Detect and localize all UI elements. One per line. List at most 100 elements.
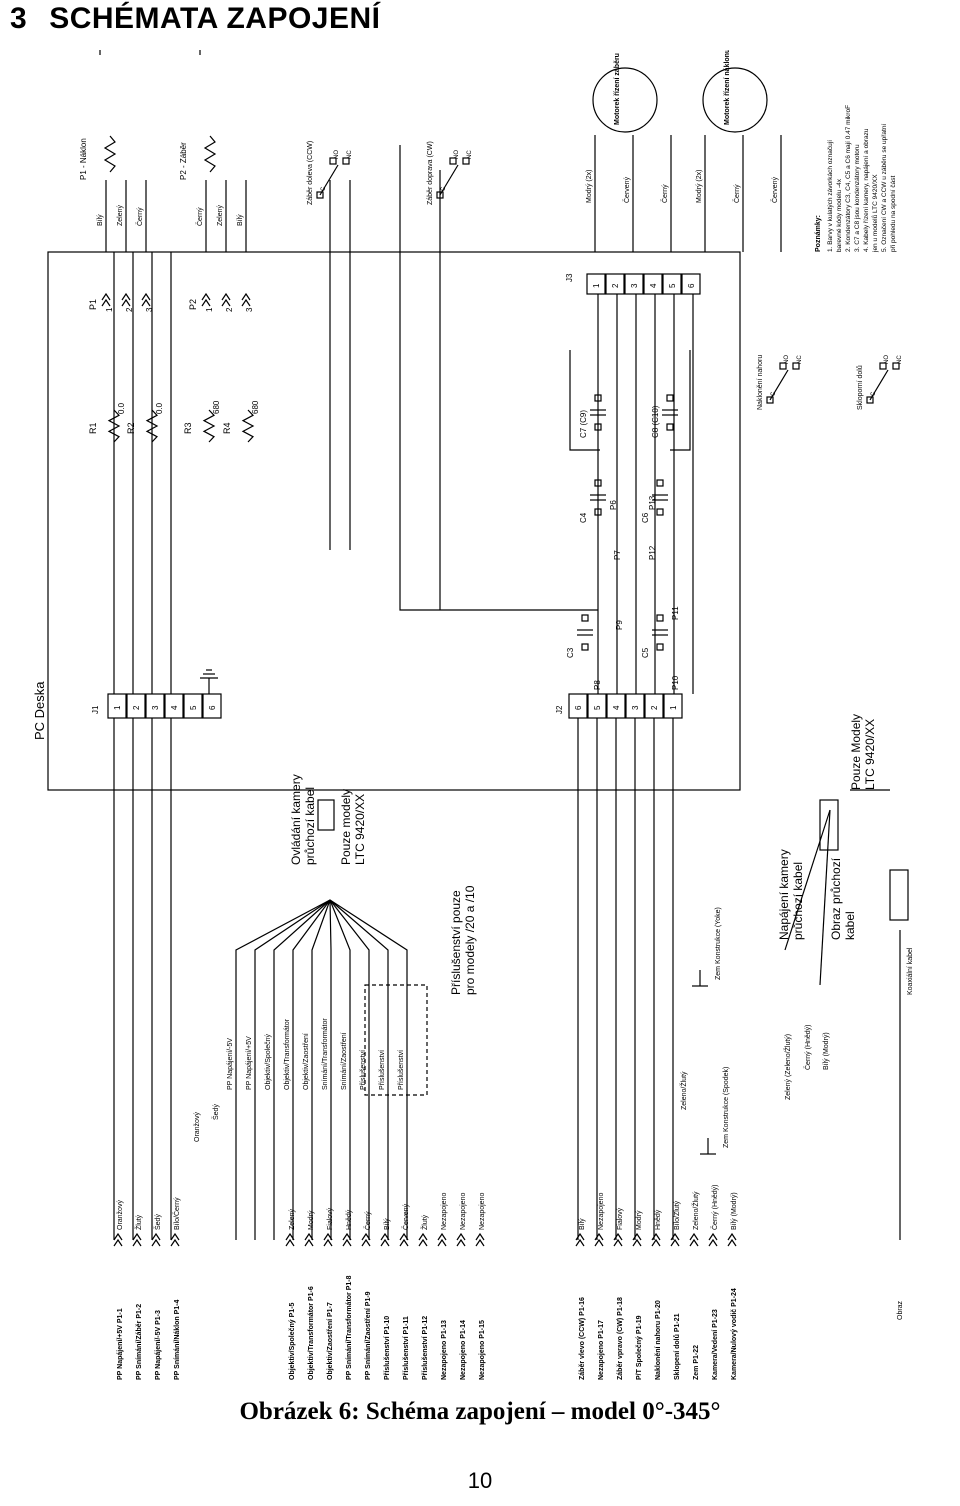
connector-pin-label: 1 (205, 307, 214, 312)
note-line: 2. Kondenzátory C3, C4, C5 a C6 mají 0.4… (845, 105, 852, 252)
wire-arrow (304, 1238, 314, 1247)
capacitor-label: C7 (C9) (579, 410, 588, 438)
wire-arrow (418, 1232, 428, 1241)
wire-arrow (132, 1238, 142, 1247)
wire-label-oranzovy: Oranžový (194, 1112, 201, 1142)
wire-mid-color: Hnědý (346, 1209, 353, 1230)
wire-bottom-function: Nezapojeno P1-17 (598, 1320, 605, 1380)
resistor-value: 680 (251, 400, 260, 414)
wire-mid-function: Příslušenství P1-11 (403, 1316, 410, 1380)
wire-mid-function: PP Snímání/Zaostření P1-9 (365, 1291, 372, 1380)
note-line: 5. Označení CW a CCW u záběru se upřatní (881, 124, 888, 252)
connector-arrow (241, 292, 251, 301)
j1-pin (126, 693, 146, 719)
pc-board-outline (47, 251, 741, 791)
wire-arrow (151, 1232, 161, 1241)
cable-sub: průchozí kabel (303, 787, 317, 865)
wire-arrow (399, 1238, 409, 1247)
j2-label: J2 (555, 705, 564, 714)
motor-wire-label: Červený (770, 176, 779, 203)
j1-pin-label: 4 (170, 705, 179, 710)
connector-pin-label: 3 (145, 307, 154, 312)
wire-top-color: Bílo/Černý (172, 1197, 181, 1230)
wire-mid-color: Fialový (327, 1207, 334, 1230)
cable-sub: průchozí kabel (791, 862, 805, 940)
switch-label: Záběr doleva (CCW) (307, 141, 314, 205)
j3-pin-label: 6 (687, 283, 696, 288)
coax-cable (889, 869, 909, 921)
wire-top-color: Žlutý (134, 1214, 143, 1230)
ground-label: Zem Konstrukce (Spodek) (723, 1067, 730, 1148)
page-number: 10 (467, 1468, 493, 1493)
terminal (449, 157, 457, 165)
terminal (666, 423, 674, 431)
harness-label: Objektiv/Zaostření (303, 1033, 310, 1090)
wire-arrow (170, 1238, 180, 1247)
wire-arrow (651, 1232, 661, 1241)
j2-pin-label: 4 (612, 705, 621, 710)
wire-label-yoke: Bílý (Modrý) (823, 1032, 830, 1070)
wire-mid-function: Nezapojeno P1-15 (479, 1320, 486, 1380)
terminal (581, 614, 589, 622)
wire-arrow (418, 1238, 428, 1247)
switch-contact: NC (897, 355, 903, 364)
switch-contact: NC (797, 355, 803, 364)
board-trace (399, 145, 598, 611)
harness-wire (329, 899, 408, 1240)
wire-mid-color: Černý (363, 1211, 372, 1230)
switch-lever (869, 369, 889, 401)
motor-body (702, 67, 768, 133)
j3-pin (605, 273, 625, 295)
wire-arrow (399, 1232, 409, 1241)
j2-pin-label: 2 (650, 705, 659, 710)
wire-bottom-function: Kamera/Vedení P1-23 (712, 1309, 719, 1380)
pot-label: P1 - Náklon (79, 138, 88, 180)
wire-bottom-color: Modrý (636, 1210, 643, 1230)
connector-pin-label: 1 (105, 307, 114, 312)
cable-label: Napájení kamery (777, 849, 791, 940)
wire-arrow (575, 1232, 585, 1241)
wire-arrow (456, 1232, 466, 1241)
wire-arrow (113, 1232, 123, 1241)
capacitor-label: C3 (566, 647, 575, 658)
j3-pin (624, 273, 644, 295)
motor-wire-label: Červený (622, 176, 631, 203)
wire-arrow (594, 1232, 604, 1241)
pot-wire-label: Zelený (117, 204, 124, 226)
motor-label: Motorek řízení náklonu (724, 50, 731, 125)
terminal (656, 479, 664, 487)
harness-label: PP Napájení/-5V (227, 1038, 234, 1090)
wire-mid-color: Žlutý (420, 1214, 429, 1230)
harness-label: Příslušenství (398, 1050, 405, 1090)
section-number: 3 (10, 2, 28, 35)
note-line: jen u modelů LTC 9420/XX (871, 174, 879, 253)
wire-arrow (323, 1238, 333, 1247)
wire-arrow (170, 1232, 180, 1241)
cable-sub: kabel (843, 911, 857, 940)
wire-arrow (689, 1232, 699, 1241)
pot-wire-label: Bílý (237, 214, 244, 226)
harness-label: Příslušenství (379, 1050, 386, 1090)
wire-mid-color: Nezapojeno (460, 1193, 467, 1230)
connector-label: P1 (88, 299, 98, 310)
wire-bottom-color: Hnědý (655, 1209, 662, 1230)
harness-label: Objektiv/Transformátor (284, 1018, 291, 1090)
resistor-r2 (145, 409, 159, 443)
wire-arrow (594, 1238, 604, 1247)
ground-label: Zem Konstrukce (Yoke) (715, 907, 722, 980)
wire-arrow (132, 1232, 142, 1241)
connector-arrow (121, 298, 131, 307)
terminal (779, 362, 787, 370)
connector-arrow (101, 298, 111, 307)
j1-pin (145, 693, 165, 719)
cable-label: Ovládání kamery (289, 774, 303, 865)
connector-arrow (241, 298, 251, 307)
wire-bottom-function: Zem P1-22 (693, 1345, 700, 1380)
connector-arrow (141, 298, 151, 307)
switch-contact: NC (467, 150, 473, 159)
cable-sub: LTC 9420/XX (863, 719, 877, 790)
cable-sub: pro modely /20 a /10 (463, 885, 477, 995)
switch-lever (319, 164, 339, 196)
connector-arrow (101, 292, 111, 301)
switch-contact: NO (454, 150, 460, 159)
